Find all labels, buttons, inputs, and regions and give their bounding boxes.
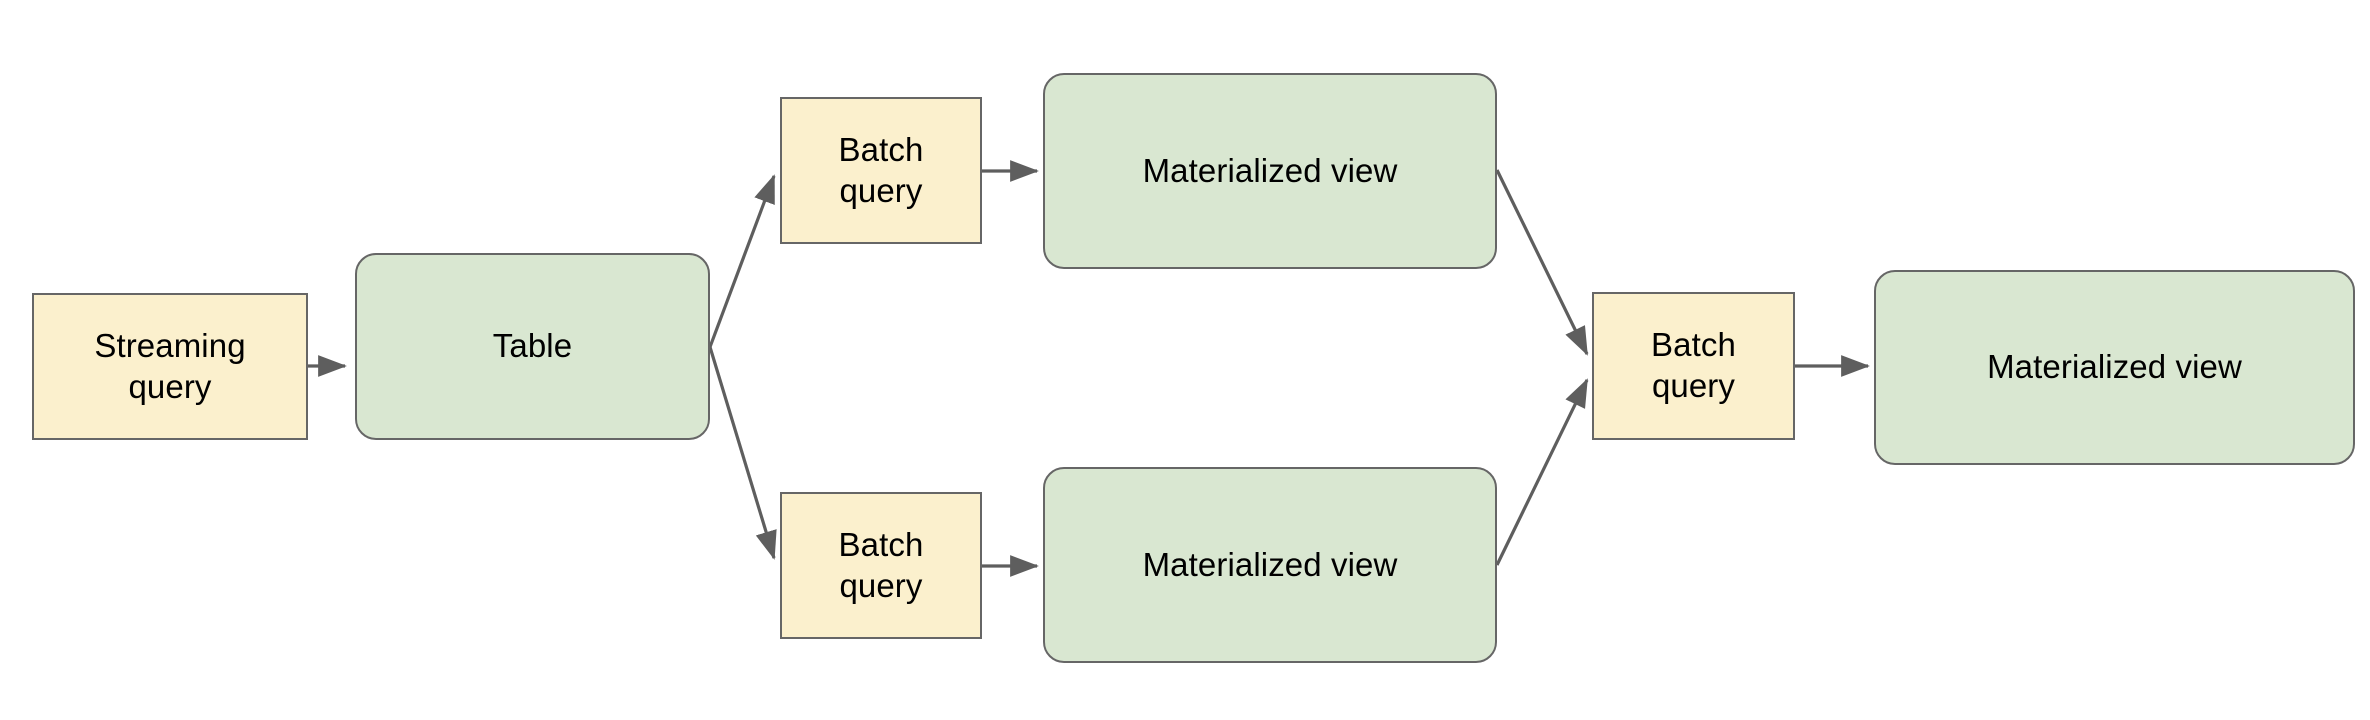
node-batch-query-bottom[interactable]: Batch query [780,492,982,639]
node-table-label: Table [492,327,573,365]
edge-materialized-view-top-to-batch-query-final [1495,169,1589,356]
node-streaming-query-label: Streaming query [94,326,246,405]
node-batch-query-top-label: Batch query [838,130,924,209]
edge-table-to-batch-query-bottom [708,346,777,560]
node-batch-query-top[interactable]: Batch query [780,97,982,244]
edge-materialized-view-bottom-to-batch-query-final [1495,378,1589,566]
node-materialized-view-bottom[interactable]: Materialized view [1043,467,1497,663]
node-table[interactable]: Table [355,253,710,440]
node-materialized-view-top[interactable]: Materialized view [1043,73,1497,269]
node-materialized-view-top-label: Materialized view [1142,151,1398,189]
node-materialized-view-final[interactable]: Materialized view [1874,270,2355,465]
node-batch-query-final-label: Batch query [1651,326,1736,404]
node-streaming-query[interactable]: Streaming query [32,293,308,440]
node-batch-query-bottom-label: Batch query [838,525,924,604]
edge-table-to-batch-query-top [708,174,776,348]
node-materialized-view-bottom-label: Materialized view [1142,545,1398,583]
node-batch-query-final[interactable]: Batch query [1592,292,1795,440]
node-materialized-view-final-label: Materialized view [1987,348,2242,386]
